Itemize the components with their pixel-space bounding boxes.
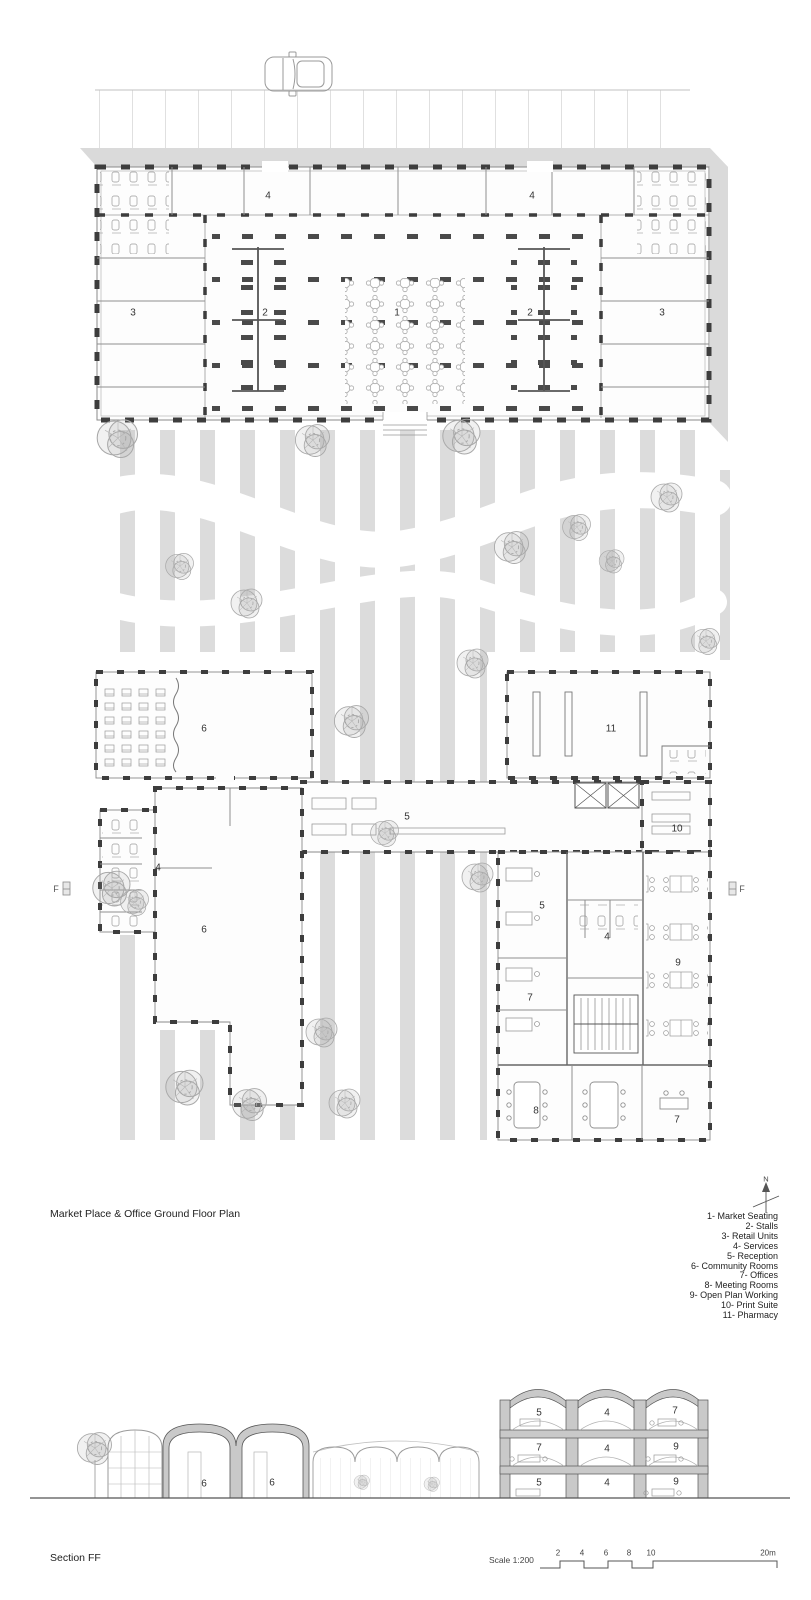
section-marker-left [62, 881, 71, 896]
landscape-path [79, 570, 727, 636]
scale-bar [540, 1560, 778, 1569]
section-marker-right [728, 881, 737, 896]
market-seating-tables [345, 278, 465, 404]
legend-item: 4- Services [732, 1240, 778, 1251]
legend-item: 9- Open Plan Working [689, 1290, 778, 1301]
office-desks [505, 867, 540, 1032]
vault-poche [162, 1423, 310, 1499]
landscape-path [74, 472, 732, 568]
market-hall-plan [94, 161, 712, 436]
parking-row [95, 89, 690, 148]
seating-rows [102, 688, 166, 770]
legend-item: 5- Reception [726, 1250, 778, 1261]
folding-partition [173, 677, 179, 773]
section-title: Section FF [50, 1552, 101, 1564]
legend-item: 6- Community Rooms [690, 1260, 778, 1271]
north-label: N [763, 1174, 769, 1184]
open-plan-desks [646, 858, 708, 1062]
page-title: Market Place & Office Ground Floor Plan [50, 1208, 241, 1220]
entrance-steps [382, 412, 428, 436]
legend-item: 1- Market Seating [706, 1211, 778, 1221]
scale-label: Scale 1:200 [489, 1555, 534, 1565]
north-arrow-icon [752, 1182, 780, 1213]
car-icon [264, 51, 333, 97]
section-marker-right-label: F [739, 884, 745, 894]
legend-item: 7- Offices [739, 1270, 778, 1281]
meeting-tables [506, 1081, 689, 1129]
stair-core [573, 994, 639, 1054]
building-shadow [80, 148, 728, 442]
legend-item: 2- Stalls [745, 1220, 778, 1231]
wc-fixtures [637, 170, 706, 254]
arcade-arches [312, 1446, 480, 1498]
legend-item: 3- Retail Units [721, 1230, 778, 1241]
legend-item: 8- Meeting Rooms [704, 1280, 778, 1291]
section-furniture [509, 1418, 684, 1497]
elevator-core [574, 782, 640, 809]
section-marker-left-label: F [53, 884, 59, 894]
landscape-paving [74, 430, 732, 1140]
section-drawing [30, 1385, 790, 1499]
legend-item: 10- Print Suite [720, 1300, 778, 1311]
pharmacy-shelves [532, 691, 648, 757]
wc-fixtures [100, 170, 169, 254]
legend-item: 11- Pharmacy [722, 1310, 778, 1321]
section-poche [499, 1389, 709, 1499]
